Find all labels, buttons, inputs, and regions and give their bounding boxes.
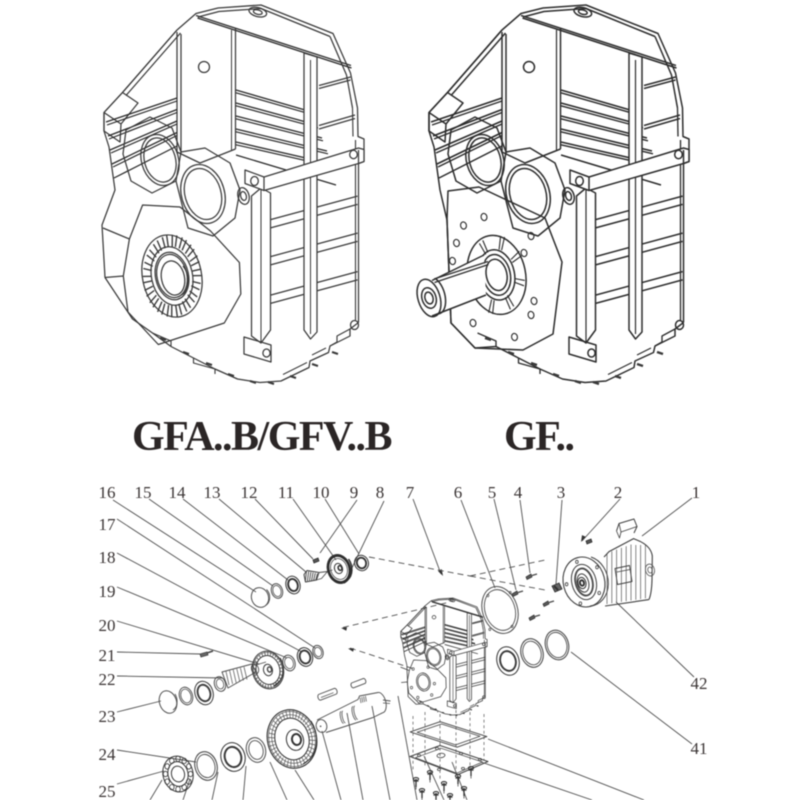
- svg-text:12: 12: [241, 483, 258, 502]
- svg-text:2: 2: [614, 483, 623, 502]
- svg-text:9: 9: [350, 483, 359, 502]
- svg-text:11: 11: [278, 483, 294, 502]
- svg-text:14: 14: [169, 483, 187, 502]
- svg-text:21: 21: [99, 646, 116, 665]
- svg-text:10: 10: [313, 483, 330, 502]
- svg-text:24: 24: [99, 745, 117, 764]
- svg-text:5: 5: [488, 483, 497, 502]
- svg-text:41: 41: [691, 739, 708, 758]
- svg-text:23: 23: [99, 707, 116, 726]
- svg-text:13: 13: [204, 483, 221, 502]
- svg-text:3: 3: [557, 483, 566, 502]
- svg-text:20: 20: [99, 616, 116, 635]
- svg-text:1: 1: [692, 483, 701, 502]
- svg-text:8: 8: [376, 483, 385, 502]
- svg-text:42: 42: [691, 674, 708, 693]
- svg-text:18: 18: [99, 548, 116, 567]
- svg-text:16: 16: [99, 483, 116, 502]
- svg-text:GF..: GF..: [504, 414, 573, 460]
- svg-text:25: 25: [99, 782, 116, 800]
- svg-text:GFA..B/GFV..B: GFA..B/GFV..B: [132, 414, 391, 460]
- svg-text:7: 7: [406, 483, 415, 502]
- svg-text:22: 22: [99, 670, 116, 689]
- svg-text:15: 15: [135, 483, 152, 502]
- svg-text:6: 6: [454, 483, 463, 502]
- svg-text:17: 17: [99, 515, 117, 534]
- svg-text:19: 19: [99, 582, 116, 601]
- svg-text:4: 4: [514, 483, 523, 502]
